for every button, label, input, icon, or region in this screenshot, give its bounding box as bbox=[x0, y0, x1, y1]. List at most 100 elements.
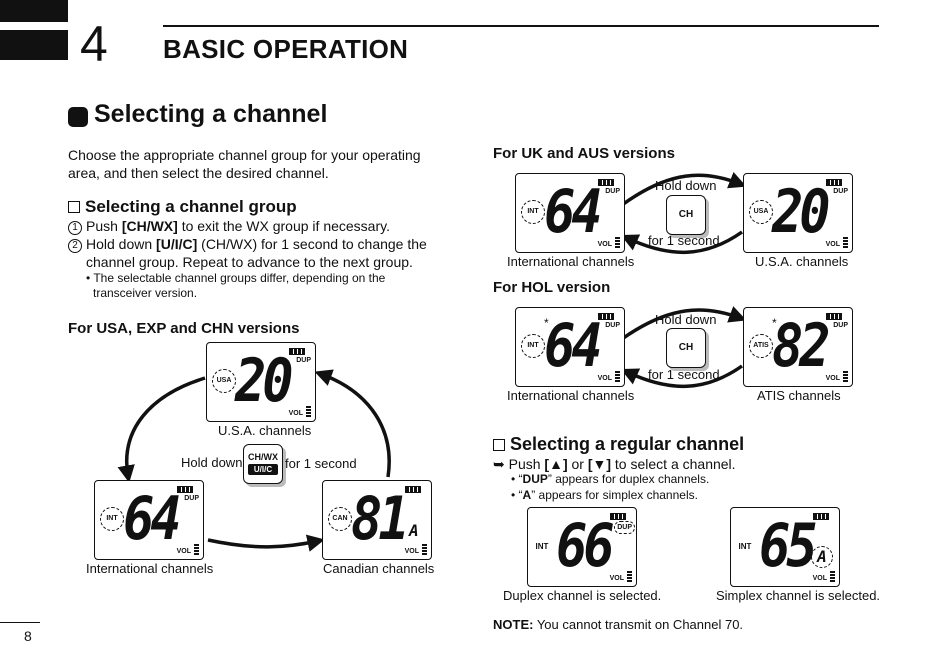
step2-key: [U/I/C] bbox=[156, 236, 198, 252]
step2-number: 2 bbox=[68, 239, 82, 253]
dup-indicator: DUP bbox=[605, 188, 620, 195]
vol-label: VOL bbox=[609, 575, 624, 582]
chapter-tab-top bbox=[0, 0, 68, 22]
group-step2-line2: channel group. Repeat to advance to the … bbox=[86, 254, 413, 270]
usa-block-header: For USA, EXP and CHN versions bbox=[68, 320, 300, 337]
chapter-number: 4 bbox=[80, 16, 108, 72]
bullet2-key: A bbox=[522, 488, 532, 502]
vol-label: VOL bbox=[597, 241, 612, 248]
dup-indicator: DUP bbox=[614, 521, 635, 534]
volume-bar-icon bbox=[422, 543, 427, 555]
dup-indicator: DUP bbox=[833, 188, 848, 195]
group-note-line1: • The selectable channel groups differ, … bbox=[86, 271, 386, 285]
battery-icon bbox=[610, 513, 626, 520]
step1-pre: Push bbox=[86, 218, 122, 234]
volume-bar-icon bbox=[194, 543, 199, 555]
lcd-tag: CAN bbox=[328, 507, 352, 531]
section-title: Selecting a channel bbox=[94, 100, 328, 128]
vol-label: VOL bbox=[825, 375, 840, 382]
key-top-label: CH/WX bbox=[248, 452, 278, 462]
hol-hold-down: Hold down bbox=[655, 312, 717, 327]
lcd-tag: INT bbox=[521, 200, 545, 224]
ch-key-icon: CH bbox=[666, 195, 706, 235]
lcd-usa: USA 20 DUP VOL bbox=[206, 342, 316, 422]
ch-wx-key-icon: CH/WX U/I/C bbox=[243, 444, 283, 484]
lcd-can: CAN 81 A VOL bbox=[322, 480, 432, 560]
dup-indicator: DUP bbox=[184, 495, 199, 502]
volume-bar-icon bbox=[843, 370, 848, 382]
lcd-hol-right: ATIS * 82 DUP VOL bbox=[743, 307, 853, 387]
star-indicator: * bbox=[544, 316, 549, 330]
uk-hold-down: Hold down bbox=[655, 178, 717, 193]
intro-text: Choose the appropriate channel group for… bbox=[68, 147, 421, 181]
regular-title-text: Selecting a regular channel bbox=[510, 434, 745, 454]
battery-icon bbox=[289, 348, 305, 355]
regular-bullet2: • “A” appears for simplex channels. bbox=[511, 488, 698, 503]
page-number: 8 bbox=[24, 628, 32, 644]
lcd-digits: 64 bbox=[123, 485, 182, 554]
note-text: You cannot transmit on Channel 70. bbox=[533, 617, 744, 632]
vol-label: VOL bbox=[597, 375, 612, 382]
chapter-title: BASIC OPERATION bbox=[163, 34, 409, 64]
caption-hol-left: International channels bbox=[507, 388, 635, 403]
caption-uk-right: U.S.A. channels bbox=[755, 254, 849, 269]
battery-icon bbox=[598, 179, 614, 186]
checkbox-icon bbox=[493, 439, 505, 451]
bullet1-key: DUP bbox=[522, 472, 548, 486]
regular-push: ➥ Push [▲] or [▼] to select a channel. bbox=[493, 455, 736, 473]
lcd-digits: 65 bbox=[759, 512, 818, 581]
lcd-simplex: INT 65 A VOL bbox=[730, 507, 840, 587]
lcd-digits: 66 bbox=[556, 512, 615, 581]
caption-can: Canadian channels bbox=[323, 561, 435, 576]
battery-icon bbox=[826, 313, 842, 320]
lcd-tag: USA bbox=[212, 369, 236, 393]
dup-indicator: DUP bbox=[605, 322, 620, 329]
lcd-digits: 82 bbox=[772, 312, 831, 381]
checkbox-icon bbox=[68, 201, 80, 213]
lcd-tag: INT bbox=[738, 542, 752, 551]
volume-bar-icon bbox=[306, 405, 311, 417]
uk-for-1-second: for 1 second bbox=[648, 233, 720, 248]
step1-post: to exit the WX group if necessary. bbox=[177, 218, 390, 234]
group-title-text: Selecting a channel group bbox=[85, 197, 297, 216]
lcd-digits: 64 bbox=[544, 178, 603, 247]
note: NOTE: You cannot transmit on Channel 70. bbox=[493, 616, 743, 634]
lcd-hol-left: INT * 64 DUP VOL bbox=[515, 307, 625, 387]
bullet2-pre: • “ bbox=[511, 488, 523, 502]
lcd-intl: INT 64 DUP VOL bbox=[94, 480, 204, 560]
usa-hold-down: Hold down bbox=[181, 455, 243, 470]
usa-for-1-second: for 1 second bbox=[285, 456, 357, 471]
uk-block-header: For UK and AUS versions bbox=[493, 145, 675, 162]
vol-label: VOL bbox=[288, 410, 303, 417]
volume-bar-icon bbox=[615, 370, 620, 382]
battery-icon bbox=[177, 486, 193, 493]
lcd-uk-left: INT 64 DUP VOL bbox=[515, 173, 625, 253]
caption-duplex: Duplex channel is selected. bbox=[503, 588, 662, 603]
bullet1-pre: • “ bbox=[511, 472, 523, 486]
star-indicator: * bbox=[772, 316, 777, 330]
battery-icon bbox=[405, 486, 421, 493]
caption-hol-right: ATIS channels bbox=[757, 388, 841, 403]
ch-key-icon: CH bbox=[666, 328, 706, 368]
lcd-digits: 81 bbox=[351, 485, 410, 554]
push-post: to select a channel. bbox=[611, 456, 736, 472]
dup-indicator: DUP bbox=[296, 357, 311, 364]
dup-indicator: DUP bbox=[833, 322, 848, 329]
lcd-digits: 64 bbox=[544, 312, 603, 381]
down-key: [▼] bbox=[587, 456, 612, 472]
lcd-duplex: INT 66 DUP VOL bbox=[527, 507, 637, 587]
step2-pre: Hold down bbox=[86, 236, 157, 252]
lcd-tag: INT bbox=[521, 334, 545, 358]
regular-title: Selecting a regular channel bbox=[493, 434, 744, 455]
chapter-rule bbox=[163, 25, 879, 27]
lcd-uk-right: USA 20 DUP VOL bbox=[743, 173, 853, 253]
step1-key: [CH/WX] bbox=[121, 218, 178, 234]
vol-label: VOL bbox=[825, 241, 840, 248]
up-key: [▲] bbox=[544, 456, 568, 472]
vol-label: VOL bbox=[812, 575, 827, 582]
lcd-tag: ATIS bbox=[749, 334, 773, 358]
chapter-tab-bottom bbox=[0, 30, 68, 60]
simplex-indicator: A bbox=[811, 546, 833, 568]
battery-icon bbox=[813, 513, 829, 520]
